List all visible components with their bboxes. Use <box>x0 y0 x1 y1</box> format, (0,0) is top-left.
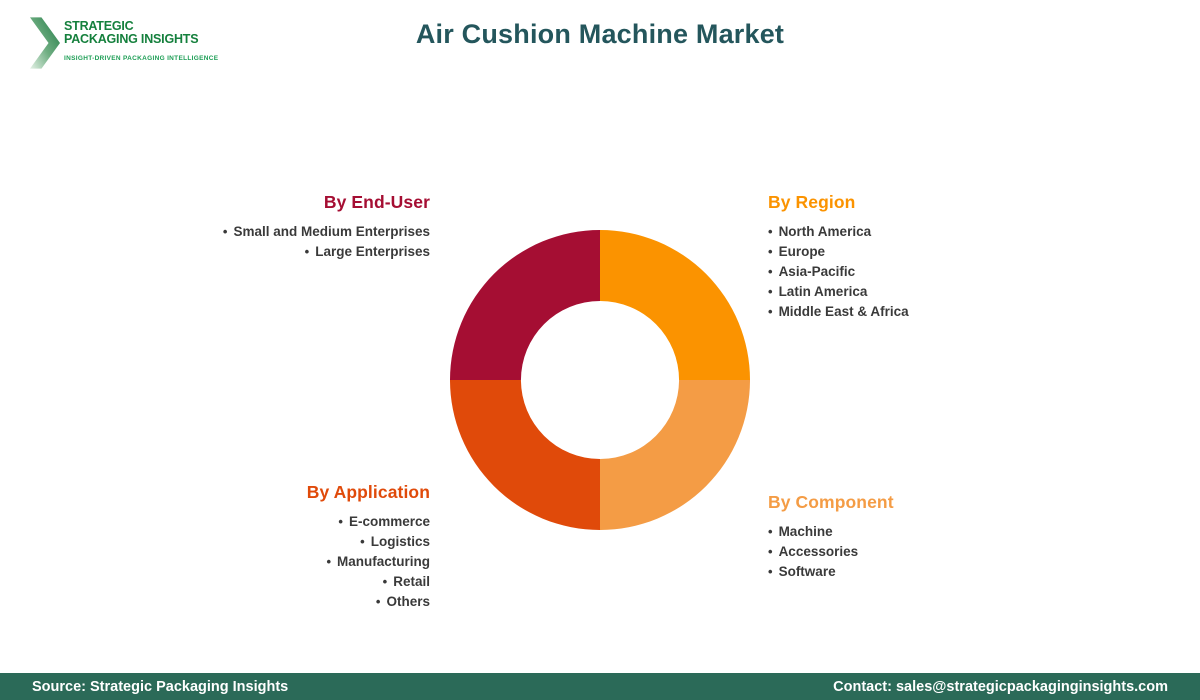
footer-contact: Contact: sales@strategicpackaginginsight… <box>833 678 1168 695</box>
list-item: • Europe <box>768 242 1068 262</box>
brand-logo: STRATEGIC PACKAGING INSIGHTS INSIGHT-DRI… <box>30 12 218 72</box>
list-item-label: Latin America <box>778 284 868 299</box>
bullet-icon: • <box>768 304 773 319</box>
section-list: • North America • Europe • Asia-Pacific • Latin… <box>768 222 1068 322</box>
section-by-application: By Application • E-commerce • Logistics • Man… <box>130 482 430 612</box>
donut-segment-by-region <box>600 230 750 380</box>
donut-segment-by-component <box>600 380 750 530</box>
section-list: • Machine • Accessories • Software <box>768 522 1068 582</box>
list-item: • Small and Medium Enterprises <box>130 222 430 242</box>
chevron-right-icon <box>30 17 60 69</box>
list-item-label: Machine <box>778 524 833 539</box>
bullet-icon: • <box>222 224 228 239</box>
logo-text: STRATEGIC PACKAGING INSIGHTS INSIGHT-DRI… <box>64 12 219 63</box>
donut-chart-svg <box>450 230 750 530</box>
list-item-label: Europe <box>778 244 826 259</box>
section-by-end-user: By End-User • Small and Medium Enterprise… <box>130 192 430 262</box>
list-item: • E-commerce <box>130 512 430 532</box>
list-item: • Manufacturing <box>130 552 430 572</box>
list-item-label: Others <box>386 594 430 609</box>
section-by-component: By Component • Machine • Accessories • Softwa… <box>768 492 1068 582</box>
bullet-icon: • <box>304 244 310 259</box>
list-item: • Retail <box>130 572 430 592</box>
logo-line1: STRATEGIC <box>64 19 134 33</box>
section-list: • E-commerce • Logistics • Manufacturing • Reta… <box>130 512 430 612</box>
footer-source: Source: Strategic Packaging Insights <box>32 678 289 695</box>
list-item-label: Asia-Pacific <box>778 264 856 279</box>
list-item-label: Large Enterprises <box>315 244 430 259</box>
list-item: • Large Enterprises <box>130 242 430 262</box>
list-item-label: Manufacturing <box>337 554 430 569</box>
list-item: • Accessories <box>768 542 1068 562</box>
bullet-icon: • <box>382 574 388 589</box>
section-heading: By End-User <box>323 192 430 212</box>
bullet-icon: • <box>768 544 773 559</box>
logo-tagline: INSIGHT-DRIVEN PACKAGING INTELLIGENCE <box>64 55 219 62</box>
logo-line2: PACKAGING INSIGHTS <box>64 32 199 46</box>
bullet-icon: • <box>326 554 331 569</box>
bullet-icon: • <box>768 564 773 579</box>
donut-segment-by-end-user <box>450 230 600 380</box>
bullet-icon: • <box>768 524 773 539</box>
list-item-label: Small and Medium Enterprises <box>233 224 430 239</box>
list-item-label: E-commerce <box>348 514 430 529</box>
donut-chart <box>450 230 750 530</box>
footer-bar: Source: Strategic Packaging Insights Con… <box>0 673 1200 700</box>
donut-segment-by-application <box>450 380 600 530</box>
bullet-icon: • <box>338 514 343 529</box>
bullet-icon: • <box>360 534 365 549</box>
list-item-label: Software <box>778 564 836 579</box>
bullet-icon: • <box>768 244 773 259</box>
list-item: • Asia-Pacific <box>768 262 1068 282</box>
list-item: • Machine <box>768 522 1068 542</box>
list-item-label: Logistics <box>370 534 430 549</box>
list-item: • North America <box>768 222 1068 242</box>
bullet-icon: • <box>768 224 773 239</box>
list-item-label: Retail <box>393 574 430 589</box>
section-heading: By Application <box>306 482 430 502</box>
section-list: • Small and Medium Enterprises • Large Ente… <box>130 222 430 262</box>
page-title: Air Cushion Machine Market <box>415 19 785 49</box>
bullet-icon: • <box>375 594 381 609</box>
list-item-label: Middle East & Africa <box>778 304 909 319</box>
list-item: • Software <box>768 562 1068 582</box>
list-item-label: Accessories <box>778 544 859 559</box>
section-by-region: By Region • North America • Europe • Asia-Pac… <box>768 192 1068 322</box>
bullet-icon: • <box>768 264 773 279</box>
list-item-label: North America <box>778 224 872 239</box>
section-heading: By Component <box>768 492 894 512</box>
list-item: • Middle East & Africa <box>768 302 1068 322</box>
list-item: • Latin America <box>768 282 1068 302</box>
section-heading: By Region <box>768 192 856 212</box>
bullet-icon: • <box>768 284 773 299</box>
list-item: • Others <box>130 592 430 612</box>
list-item: • Logistics <box>130 532 430 552</box>
